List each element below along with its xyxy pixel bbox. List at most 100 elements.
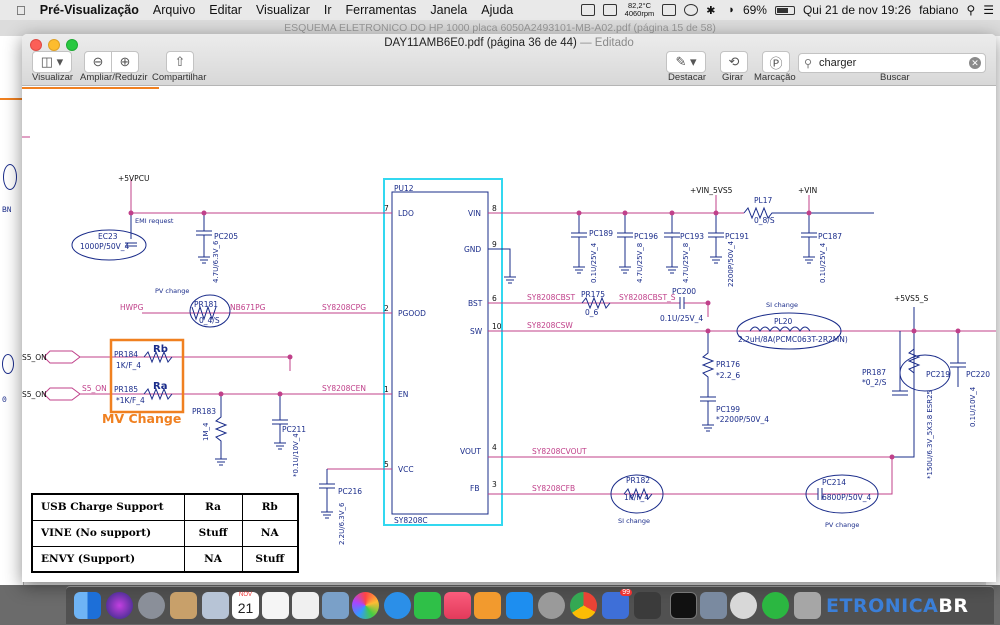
photo-app-icon[interactable] [202, 592, 229, 619]
music-icon[interactable] [444, 592, 471, 619]
siri-icon[interactable] [106, 592, 133, 619]
photos-icon[interactable] [352, 592, 379, 619]
ic-part: SY8208C [394, 516, 428, 525]
table-cell: VINE (No support) [31, 519, 185, 547]
mail-icon[interactable]: 99 [602, 589, 632, 619]
chrome-icon[interactable] [570, 592, 597, 619]
launchpad-icon[interactable] [138, 592, 165, 619]
menu-ir[interactable]: Ir [324, 3, 332, 17]
note-emi: EMI request [135, 217, 174, 225]
note-ra: Ra [153, 381, 167, 392]
temp-value: 82,2°C [627, 1, 651, 10]
zoom-out-button[interactable]: ⊖ [84, 51, 112, 73]
part-pl17: PL17 [754, 196, 772, 205]
menu-ajuda[interactable]: Ajuda [471, 3, 513, 17]
rotate-button[interactable]: ⟲ [720, 51, 748, 73]
disk-utility-icon[interactable] [730, 592, 757, 619]
menu-arquivo[interactable]: Arquivo [143, 3, 195, 17]
pin-num: 10 [492, 322, 502, 331]
messages-icon[interactable] [662, 4, 677, 16]
facetime-icon[interactable] [414, 592, 441, 619]
bg-label-bn: BN [2, 206, 12, 215]
share-icon: ⇧ [174, 54, 186, 69]
reminders-icon[interactable] [292, 592, 319, 619]
user-name[interactable]: fabiano [919, 3, 959, 17]
net-sy8208cen: SY8208CEN [322, 384, 366, 393]
part-pc211-value: *0.1U/10V_4 [292, 433, 300, 477]
system-preferences-icon[interactable] [538, 592, 565, 619]
part-pr175-value: 0_6 [585, 308, 599, 317]
toolbar: DAY11AMB6E0.pdf (página 36 de 44) — Edit… [22, 34, 996, 86]
dropbox-icon[interactable] [580, 4, 595, 16]
part-pr187-value: *0_2/S [862, 378, 887, 387]
search-field[interactable]: ⚲ ✕ [798, 53, 986, 73]
watermark-text-br: BR [938, 595, 969, 617]
contacts-icon[interactable] [170, 592, 197, 619]
search-label: Buscar [880, 72, 910, 83]
menu-app-name[interactable]: Pré-Visualização [30, 3, 139, 17]
zoom-in-icon: ⊕ [119, 54, 131, 69]
calendar-icon[interactable]: NOV 21 [232, 592, 259, 619]
battery-percent[interactable]: 69% [742, 3, 767, 17]
watermark-text: ETRONICA [826, 595, 939, 617]
zoom-window-button[interactable] [66, 39, 78, 51]
highlight-button[interactable]: ✎ ▾ [666, 51, 706, 73]
net-s5-on-left: S5_ON [22, 390, 47, 399]
rail-5vpcu: +5VPCU [118, 174, 149, 183]
control-center-icon[interactable]: ☰ [983, 3, 994, 17]
menu-visualizar[interactable]: Visualizar [246, 3, 310, 17]
temperature-readout[interactable]: 82,2°C 4060rpm [625, 2, 655, 18]
table-row: VINE (No support) Stuff NA [31, 519, 299, 547]
pin-num: 1 [384, 385, 389, 394]
menu-ferramentas[interactable]: Ferramentas [335, 3, 417, 17]
part-pc187-value: 0.1U/25V_4 [819, 242, 827, 283]
part-pc216: PC216 [338, 487, 362, 496]
view-menu-button[interactable]: ◫ ▾ [32, 51, 72, 73]
part-pc219-value: *150U/6.3V_5X3.8 ESR25 [926, 390, 934, 479]
notes-icon[interactable] [262, 592, 289, 619]
pdf-page[interactable]: +5VPCU +VIN_5VS5 +VIN +5VS5_S PU12 SY820… [22, 87, 996, 582]
search-icon[interactable]: ⚲ [966, 3, 976, 17]
pin-en: EN [398, 390, 408, 399]
document-title[interactable]: DAY11AMB6E0.pdf (página 36 de 44) [384, 37, 577, 49]
circuit-app-icon[interactable] [634, 592, 661, 619]
markup-button[interactable]: Ⓟ [762, 51, 790, 73]
battery-icon[interactable] [774, 5, 795, 15]
books-icon[interactable] [474, 592, 501, 619]
part-pc199-value: *2200P/50V_4 [716, 415, 769, 424]
part-pc196-value: 4.7U/25V_8 [636, 243, 644, 283]
pin-ldo: LDO [398, 209, 414, 218]
wifi-icon[interactable]: ◗ [728, 4, 735, 16]
time-machine-icon[interactable] [684, 4, 699, 16]
menu-editar[interactable]: Editar [199, 3, 242, 17]
clock[interactable]: Qui 21 de nov 19:26 [802, 3, 912, 17]
terminal-icon[interactable] [670, 592, 697, 619]
apple-menu-icon[interactable]:  [16, 3, 26, 18]
part-pr175: PR175 [581, 290, 605, 299]
note-mv-change: MV Change [102, 411, 181, 426]
menu-janela[interactable]: Janela [420, 3, 467, 17]
close-window-button[interactable] [30, 39, 42, 51]
maps-icon[interactable] [322, 592, 349, 619]
part-pc193-value: 4.7U/25V_8 [682, 243, 690, 283]
preview-icon[interactable] [700, 592, 727, 619]
box-icon[interactable] [602, 4, 617, 16]
part-pc220: PC220 [966, 370, 990, 379]
part-pr176-value: *2.2_6 [716, 371, 740, 380]
messages-app-icon[interactable] [384, 592, 411, 619]
rotate-icon: ⟲ [728, 54, 740, 69]
share-button[interactable]: ⇧ [166, 51, 194, 73]
zoom-in-button[interactable]: ⊕ [111, 51, 139, 73]
clear-search-icon[interactable]: ✕ [969, 57, 981, 69]
search-input[interactable] [819, 56, 969, 70]
app-icon[interactable] [794, 592, 821, 619]
mail-badge: 99 [620, 589, 632, 596]
finder-icon[interactable] [74, 592, 101, 619]
app-store-icon[interactable] [506, 592, 533, 619]
whatsapp-icon[interactable] [762, 592, 789, 619]
dock: NOV 21 99 ETRONICABR [66, 586, 994, 624]
pin-num: 8 [492, 204, 497, 213]
bluetooth-icon[interactable]: ✱ [706, 5, 716, 17]
minimize-window-button[interactable] [48, 39, 60, 51]
background-window-title[interactable]: ESQUEMA ELETRONICO DO HP 1000 placa 6050… [0, 20, 1000, 36]
